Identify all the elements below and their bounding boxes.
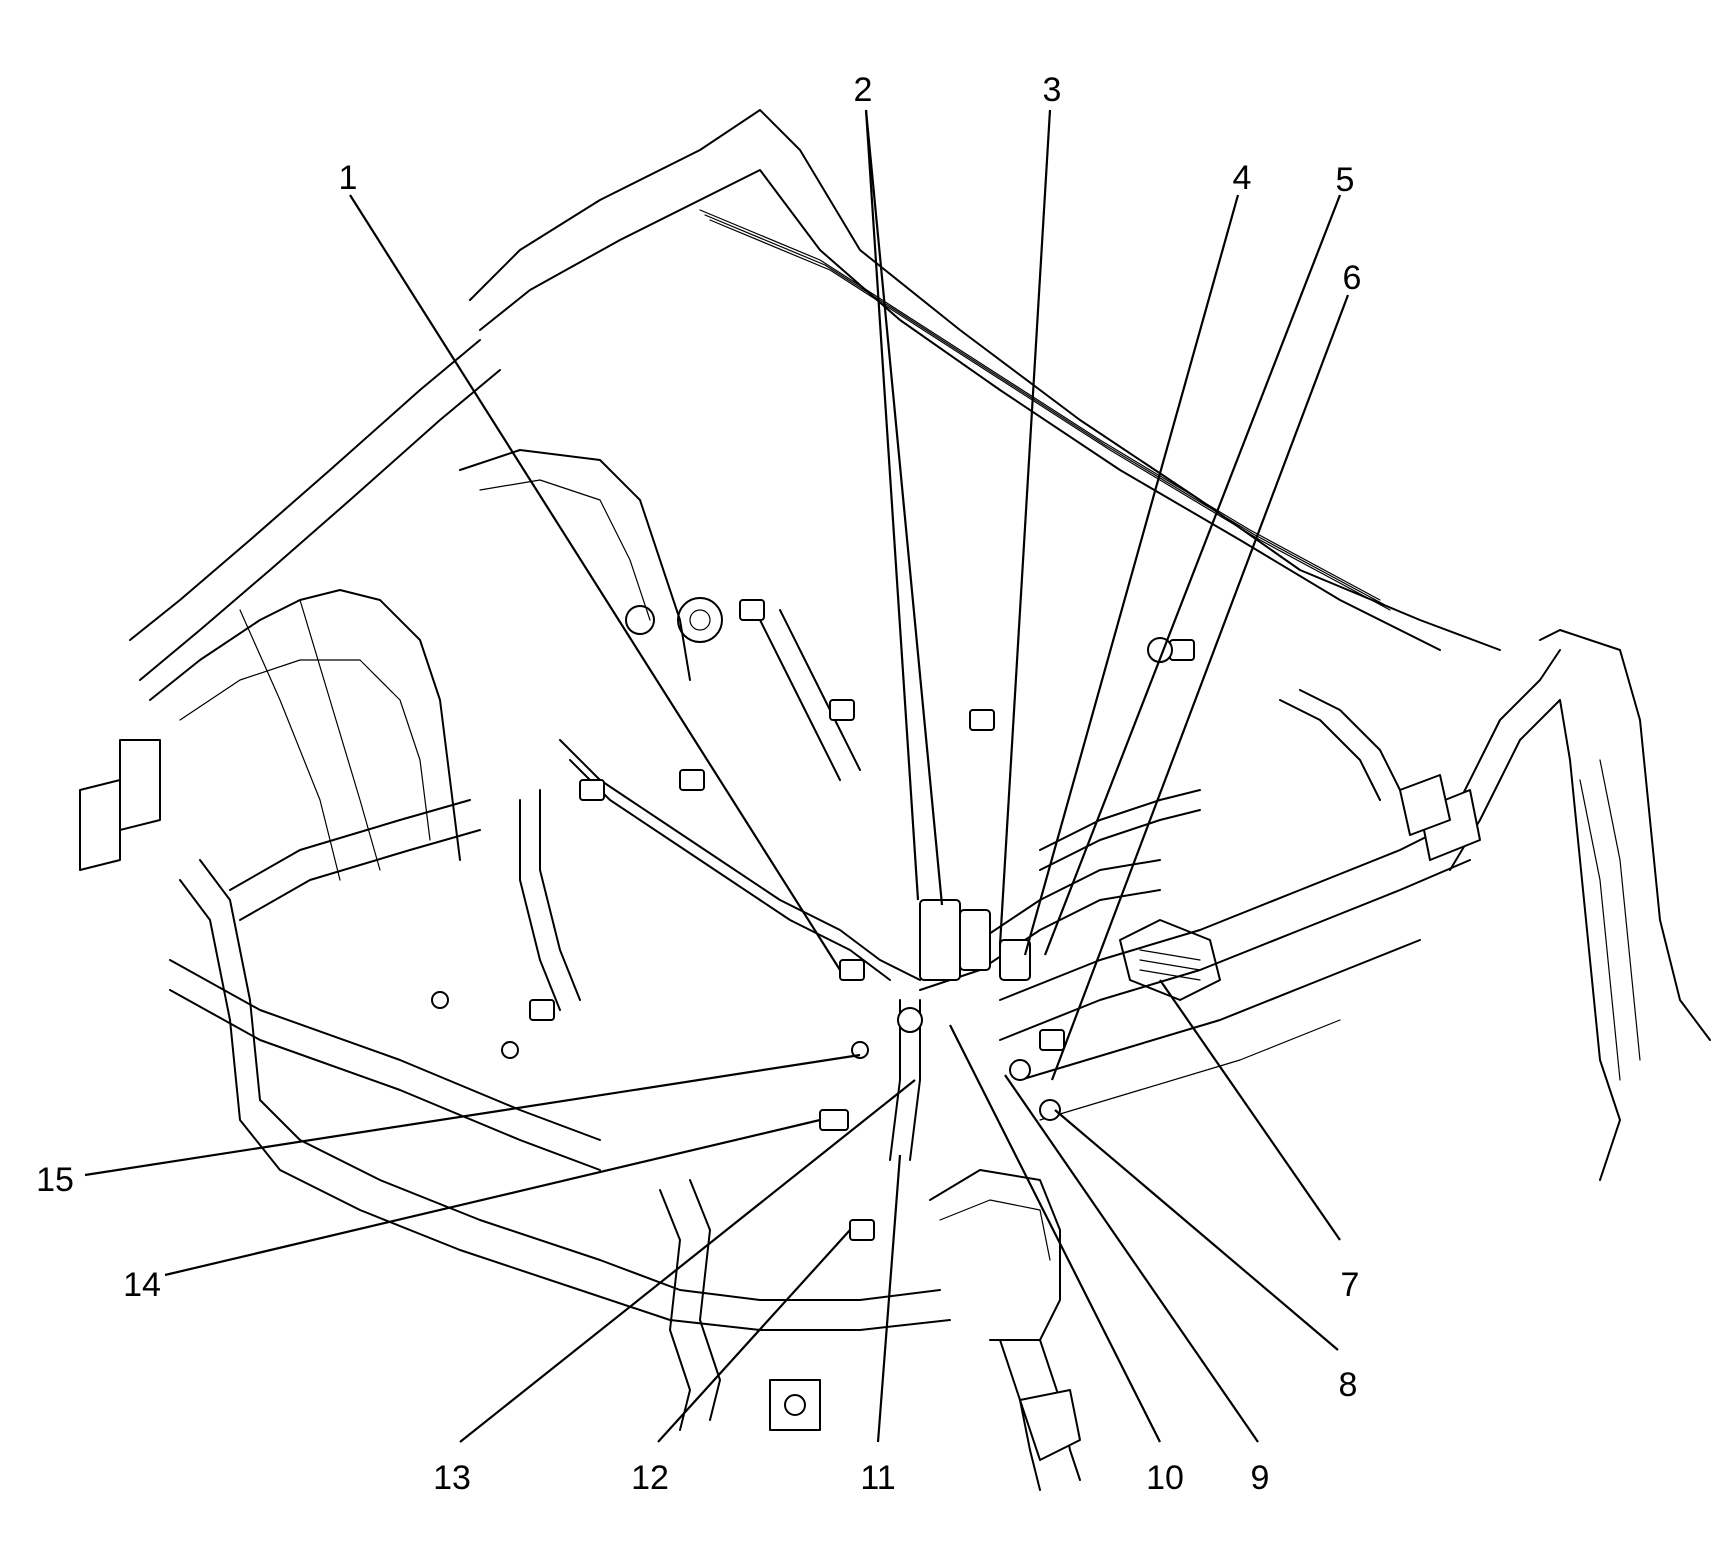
callout-14: 14: [123, 1266, 161, 1304]
callout-9: 9: [1250, 1459, 1270, 1497]
leader-13: [459, 1079, 916, 1443]
leader-15: [84, 1053, 861, 1177]
callout-3: 3: [1042, 71, 1062, 109]
front-body-structure: [79, 109, 1711, 1491]
leader-3: [998, 109, 1052, 946]
callout-1: 1: [338, 159, 358, 197]
callout-8: 8: [1338, 1366, 1358, 1404]
leader-1: [349, 194, 841, 971]
leader-11: [876, 1154, 902, 1443]
callout-7: 7: [1340, 1266, 1360, 1304]
callout-4: 4: [1232, 159, 1252, 197]
leader-2a: [864, 109, 920, 901]
callout-11: 11: [860, 1459, 896, 1497]
leader-9: [1004, 1074, 1259, 1443]
leader-6: [1050, 294, 1350, 1081]
leader-14: [164, 1118, 821, 1277]
leader-7: [1159, 979, 1341, 1241]
callout-15: 15: [36, 1161, 74, 1199]
callout-10: 10: [1146, 1459, 1184, 1497]
leader-4: [1023, 194, 1240, 956]
engine-wiring-harness: [431, 599, 1401, 1241]
leader-12: [657, 1229, 851, 1443]
leader-2b: [864, 109, 944, 906]
callout-12: 12: [631, 1459, 669, 1497]
leader-8: [1054, 1109, 1339, 1351]
callout-2: 2: [853, 71, 873, 109]
leader-lines: [84, 109, 1350, 1443]
leader-5: [1043, 194, 1342, 956]
leader-10: [949, 1024, 1161, 1443]
callout-5: 5: [1335, 161, 1355, 199]
callout-13: 13: [433, 1459, 471, 1497]
callout-6: 6: [1342, 259, 1362, 297]
